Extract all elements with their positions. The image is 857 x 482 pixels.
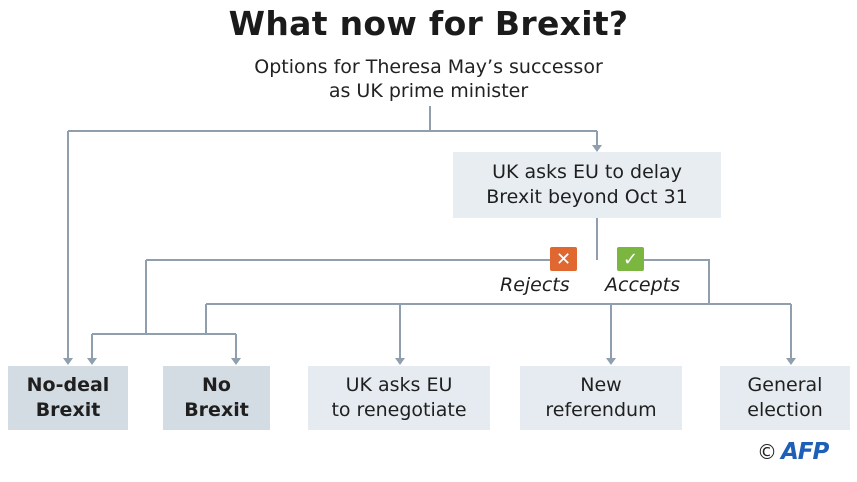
- subtitle-line-2: as UK prime minister: [328, 80, 529, 102]
- outcome-renegotiate: UK asks EU to renegotiate: [308, 366, 490, 430]
- arrowhead: [606, 358, 616, 365]
- outcome-line: General: [747, 374, 823, 396]
- arrowhead: [592, 145, 602, 152]
- arrowhead: [395, 358, 405, 365]
- chart-title: What now for Brexit?: [228, 4, 629, 43]
- outcome-general-election: General election: [720, 366, 850, 430]
- outcome-line: UK asks EU: [345, 374, 453, 396]
- delay-line-2: Brexit beyond Oct 31: [486, 186, 688, 208]
- subtitle-line-1: Options for Theresa May’s successor: [254, 56, 603, 78]
- check-icon: ✓: [617, 247, 644, 271]
- outcome-line: election: [747, 399, 823, 421]
- outcome-new-referendum: New referendum: [520, 366, 682, 430]
- outcome-line: No-deal: [26, 374, 110, 396]
- rejects-label: Rejects: [500, 274, 570, 296]
- outcome-line: to renegotiate: [331, 399, 467, 421]
- afp-logo: AFP: [781, 439, 829, 465]
- outcome-no-deal-brexit: No-deal Brexit: [8, 366, 128, 430]
- outcome-line: referendum: [545, 399, 657, 421]
- delay-request-box: UK asks EU to delay Brexit beyond Oct 31: [453, 152, 721, 218]
- cross-icon: ✕: [550, 247, 577, 271]
- outcome-line: Brexit: [35, 399, 101, 421]
- outcome-line: No: [202, 374, 231, 396]
- delay-line-1: UK asks EU to delay: [492, 161, 682, 183]
- arrowhead: [231, 358, 241, 365]
- credit: © AFP: [757, 439, 829, 465]
- outcome-no-brexit: No Brexit: [163, 366, 270, 430]
- arrowhead: [87, 358, 97, 365]
- copyright-symbol: ©: [757, 440, 777, 464]
- accept-branch: [631, 259, 710, 304]
- outcome-line: New: [580, 374, 622, 396]
- arrowhead: [786, 358, 796, 365]
- accepts-label: Accepts: [605, 274, 680, 296]
- arrowhead: [63, 358, 73, 365]
- outcome-line: Brexit: [184, 399, 249, 421]
